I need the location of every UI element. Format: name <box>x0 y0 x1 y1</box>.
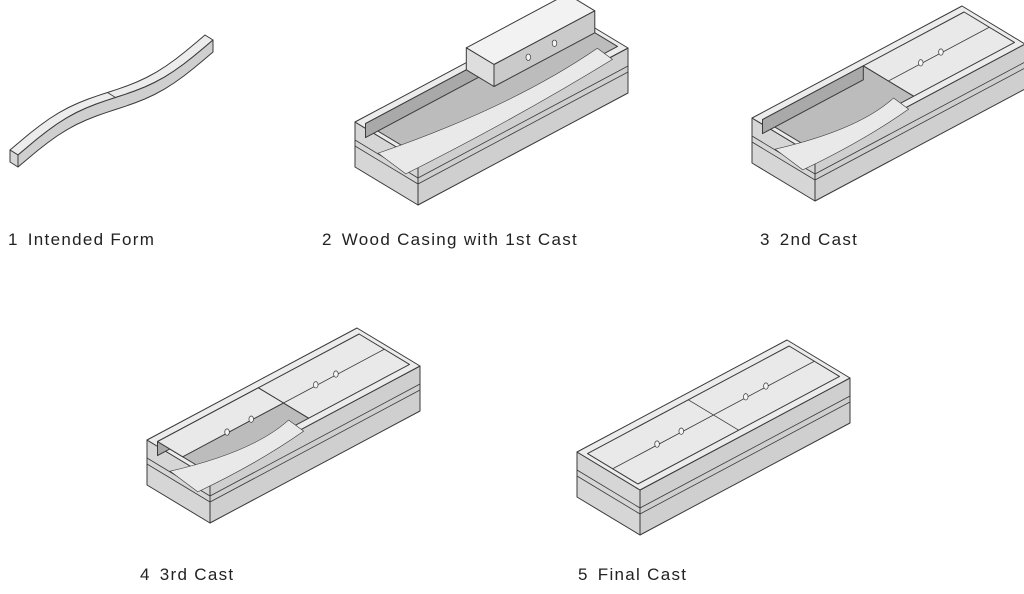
casing-stage-5 <box>576 339 851 536</box>
casing-stage-4 <box>146 327 421 524</box>
cast-curve-surface <box>377 47 613 175</box>
form-side-face <box>17 39 214 168</box>
registration-key <box>313 381 319 389</box>
step-title: Wood Casing with 1st Cast <box>341 230 579 249</box>
step-number: 1 <box>8 230 19 249</box>
registration-key <box>763 382 769 390</box>
step-number: 3 <box>760 230 771 249</box>
casing-band-line <box>751 141 816 181</box>
casing-band-line <box>576 475 641 515</box>
registration-key <box>678 427 684 435</box>
registration-key <box>743 393 749 401</box>
step-title: 2nd Cast <box>779 230 859 249</box>
cast-cross-line <box>688 399 739 431</box>
step-number: 4 <box>140 565 151 584</box>
casing-band-line <box>814 62 1024 175</box>
intended-form-shape <box>9 34 214 168</box>
registration-key <box>654 440 660 448</box>
registration-key <box>224 428 230 436</box>
casing-band-line <box>639 401 851 515</box>
casing-band-line <box>814 68 1024 181</box>
registration-key <box>248 415 254 423</box>
registration-key <box>525 53 531 61</box>
step-title: Intended Form <box>27 230 156 249</box>
step-3-label: 3 2nd Cast <box>760 230 858 250</box>
casing-band-line <box>576 469 641 509</box>
first-cast-block-end <box>465 47 495 87</box>
step-4-label: 4 3rd Cast <box>140 565 234 585</box>
casing-band-line <box>354 145 419 185</box>
casing-band-line <box>209 383 421 497</box>
casing-stage-3 <box>751 5 1024 202</box>
step-title: 3rd Cast <box>159 565 235 584</box>
third-cast-lid <box>157 387 284 458</box>
step-5-label: 5 Final Cast <box>578 565 687 585</box>
step-1-label: 1 Intended Form <box>8 230 155 250</box>
registration-key <box>938 48 944 56</box>
form-end-face <box>9 149 19 168</box>
registration-key <box>333 370 339 378</box>
interior-back-wall <box>762 65 864 135</box>
cast-curve-surface <box>774 97 910 171</box>
casing-band-line <box>639 395 851 509</box>
step-2-label: 2 Wood Casing with 1st Cast <box>322 230 578 250</box>
cast-curve-surface <box>169 419 305 493</box>
form-seam-line <box>107 92 116 98</box>
casing-band-line <box>146 463 211 503</box>
casing-band-line <box>209 389 421 503</box>
step-title: Final Cast <box>597 565 688 584</box>
step-number: 2 <box>322 230 333 249</box>
step-number: 5 <box>578 565 589 584</box>
registration-key <box>918 59 924 67</box>
registration-key <box>551 39 558 47</box>
casing-band-line <box>417 71 629 185</box>
casing-stage-2 <box>354 0 629 206</box>
casing-band-line <box>417 65 629 179</box>
